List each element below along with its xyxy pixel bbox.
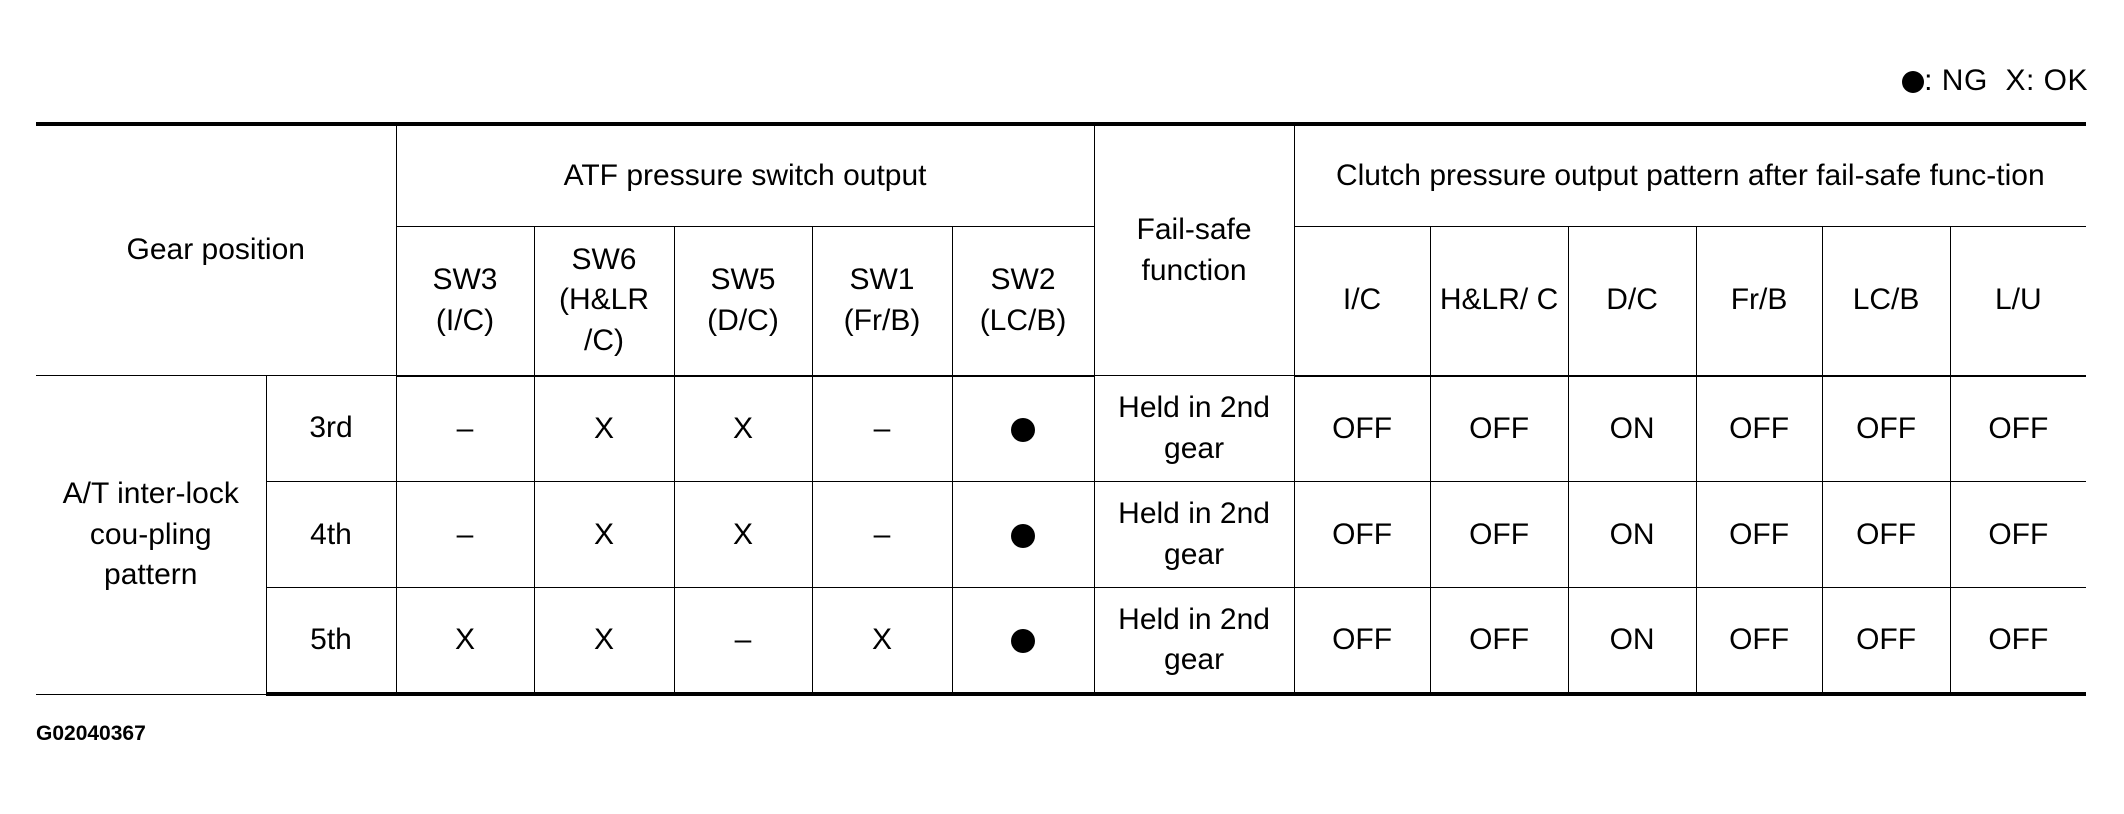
fail-safe-cell: Held in 2nd gear xyxy=(1093,587,1295,697)
clutch-cell: ON xyxy=(1567,375,1697,483)
gear-cell: 4th xyxy=(266,481,397,589)
clutch-cell: OFF xyxy=(1695,587,1823,697)
switch-col-header: SW3 (I/C) xyxy=(396,225,535,377)
legend: : NG X: OK xyxy=(1902,64,2088,98)
switch-col-header: SW5 (D/C) xyxy=(673,225,813,377)
clutch-col-header: H&LR/ C xyxy=(1429,225,1569,377)
clutch-cell: OFF xyxy=(1949,587,2087,697)
switch-col-header: SW6 (H&LR /C) xyxy=(533,225,675,377)
clutch-cell: OFF xyxy=(1695,375,1823,483)
clutch-cell: ON xyxy=(1567,481,1697,589)
ng-dot-icon xyxy=(1011,629,1036,653)
gear-cell: 3rd xyxy=(265,375,397,483)
clutch-col-header: D/C xyxy=(1567,225,1697,377)
table-row: 4th – X X – Held in 2nd gear OFF OFF ON … xyxy=(36,481,2087,589)
switch-cell xyxy=(951,481,1095,589)
switch-cell: X xyxy=(533,375,675,483)
switch-col-header: SW2 (LC/B) xyxy=(951,225,1095,377)
clutch-cell: OFF xyxy=(1949,481,2087,589)
switch-col-header: SW1 (Fr/B) xyxy=(811,225,953,377)
ng-dot-icon xyxy=(1011,417,1036,442)
clutch-cell: OFF xyxy=(1949,375,2087,483)
clutch-col-header: I/C xyxy=(1293,225,1431,377)
switch-cell: – xyxy=(811,375,953,483)
ng-dot-icon xyxy=(1902,71,1925,94)
fail-safe-cell: Held in 2nd gear xyxy=(1093,481,1295,589)
legend-ng: : NG xyxy=(1924,64,1988,97)
ng-dot-icon xyxy=(1011,523,1036,548)
switch-cell: – xyxy=(395,481,535,589)
clutch-cell: ON xyxy=(1567,587,1697,697)
clutch-pattern-header: Clutch pressure output pattern after fai… xyxy=(1293,121,2087,227)
gear-cell: 5th xyxy=(266,587,397,697)
clutch-cell: OFF xyxy=(1695,481,1823,589)
table-row: 5th X X – X Held in 2nd gear OFF OFF ON … xyxy=(36,587,2087,697)
switch-cell: X xyxy=(811,587,953,697)
switch-cell xyxy=(951,587,1095,697)
switch-cell: – xyxy=(673,587,813,697)
fail-safe-cell: Held in 2nd gear xyxy=(1093,375,1295,483)
clutch-cell: OFF xyxy=(1293,375,1431,483)
clutch-cell: OFF xyxy=(1429,481,1569,589)
switch-cell: X xyxy=(673,481,813,589)
table-row: A/T inter-lock cou-pling pattern 3rd – X… xyxy=(36,375,2087,695)
switch-cell: – xyxy=(395,375,535,483)
clutch-cell: OFF xyxy=(1429,587,1569,697)
interlock-table: Gear position ATF pressure switch output… xyxy=(36,121,2087,697)
switch-cell: – xyxy=(811,481,953,589)
clutch-cell: OFF xyxy=(1821,375,1951,483)
fail-safe-header: Fail-safe function xyxy=(1093,122,1295,377)
switch-cell: X xyxy=(533,587,675,697)
switch-cell: X xyxy=(395,587,535,697)
group-label: A/T inter-lock cou-pling pattern xyxy=(36,375,267,695)
clutch-cell: OFF xyxy=(1821,587,1951,697)
clutch-col-header: Fr/B xyxy=(1695,225,1823,377)
clutch-col-header: LC/B xyxy=(1821,225,1951,377)
clutch-cell: OFF xyxy=(1293,587,1431,697)
clutch-cell: OFF xyxy=(1821,481,1951,589)
clutch-cell: OFF xyxy=(1293,481,1431,589)
clutch-cell: OFF xyxy=(1429,375,1569,483)
switch-cell: X xyxy=(533,481,675,589)
figure-code: G02040367 xyxy=(36,722,146,745)
switch-cell: X xyxy=(673,375,813,483)
atf-switch-header: ATF pressure switch output xyxy=(395,121,1095,227)
clutch-col-header: L/U xyxy=(1949,225,2087,377)
gear-position-header: Gear position xyxy=(36,122,397,377)
switch-cell xyxy=(951,375,1095,483)
legend-ok: X: OK xyxy=(2005,64,2088,97)
